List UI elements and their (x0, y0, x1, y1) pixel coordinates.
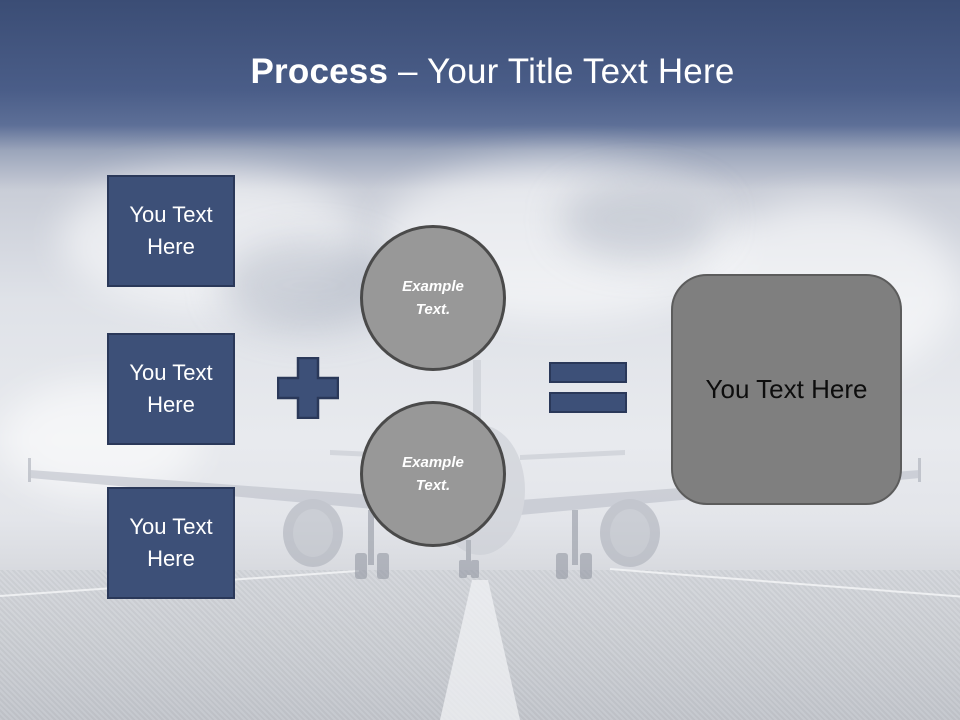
plus-icon[interactable] (277, 357, 339, 419)
cloud (560, 180, 720, 260)
box-line: You Text (129, 202, 213, 227)
slide-title: Process – Your Title Text Here (0, 52, 960, 92)
title-rest: – Your Title Text Here (388, 52, 735, 91)
result-label: You Text Here (705, 374, 868, 404)
circle-line: Text. (415, 301, 451, 318)
equals-bar-bottom (549, 392, 627, 413)
box-line: You Text (129, 360, 213, 385)
circle-line: Example (402, 454, 464, 471)
box-line: Here (147, 392, 195, 417)
equals-bar-top (549, 362, 627, 383)
circle-line: Text. (415, 477, 451, 494)
result-box[interactable]: You Text Here (671, 274, 902, 505)
circle-line: Example (402, 278, 464, 295)
box-line: You Text (129, 514, 213, 539)
box-line: Here (147, 234, 195, 259)
box-line: Here (147, 546, 195, 571)
title-bold: Process (250, 52, 389, 91)
